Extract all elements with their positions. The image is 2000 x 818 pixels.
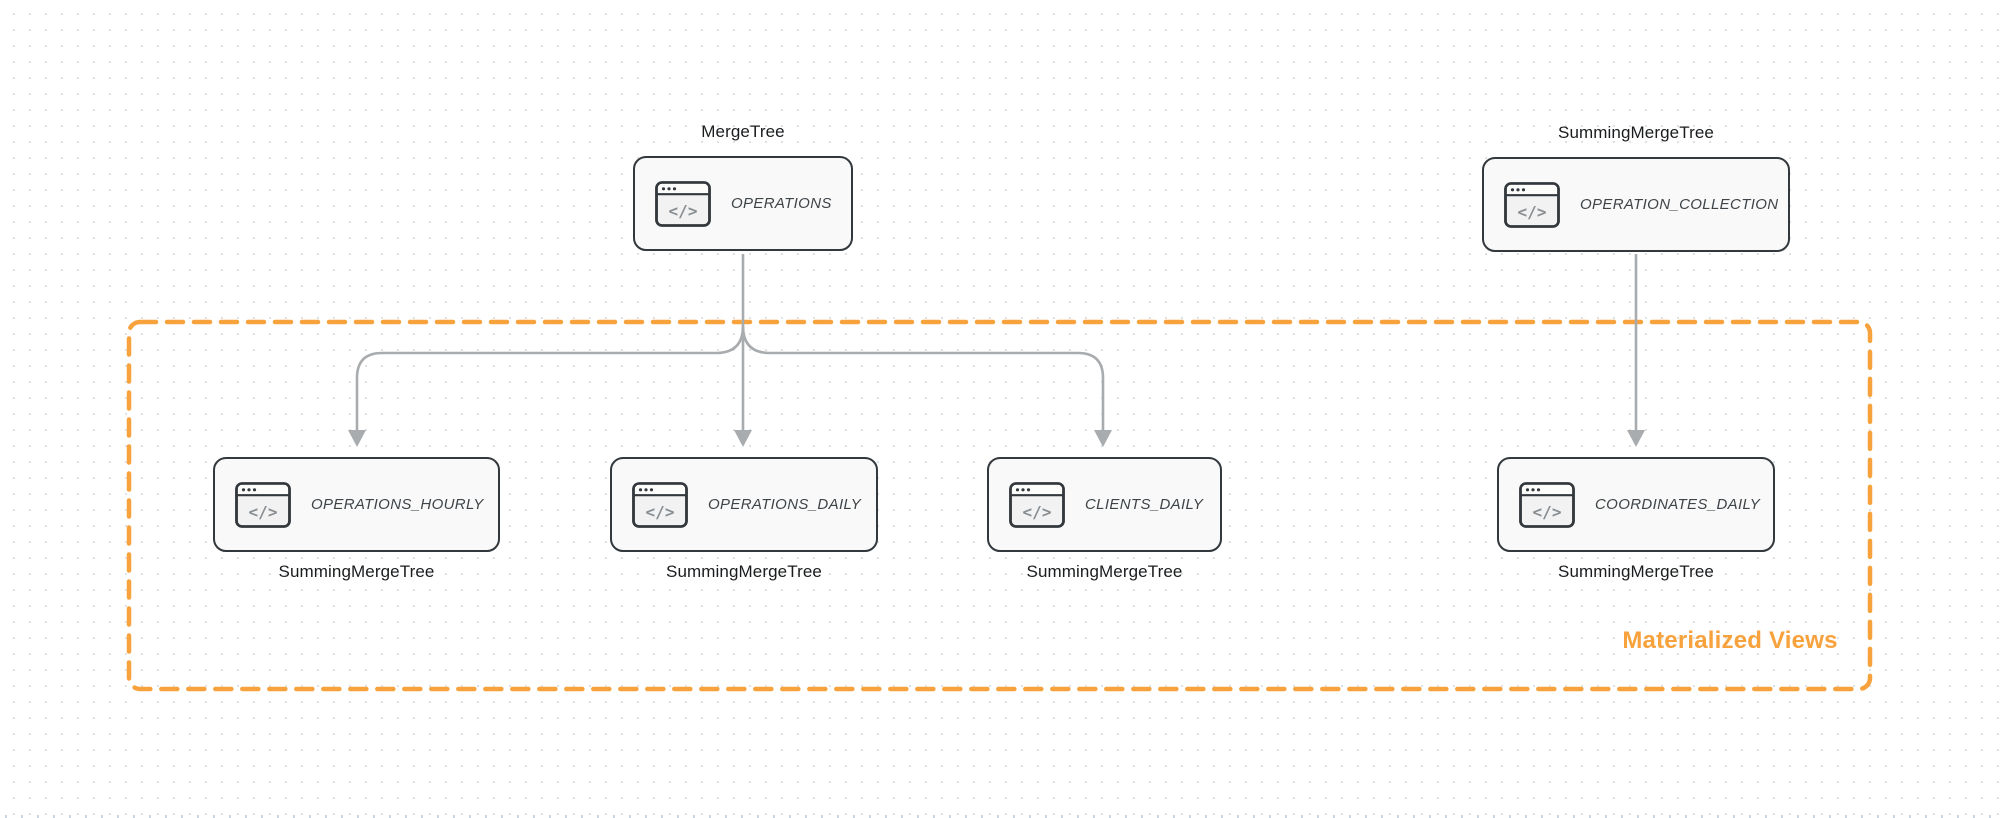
table-name: CLIENTS_DAILY: [1085, 496, 1204, 513]
table-name: COORDINATES_DAILY: [1595, 496, 1761, 513]
materialized-views-group-border[interactable]: [126, 319, 1873, 692]
svg-text:</>: </>: [1518, 202, 1547, 221]
node-operations-hourly[interactable]: </> OPERATIONS_HOURLY: [213, 457, 500, 552]
node-wrap-operation-collection: SummingMergeTree </> OPERATION_COLLECTIO…: [1482, 123, 1790, 252]
code-window-icon: </>: [655, 180, 711, 227]
node-clients-daily[interactable]: </> CLIENTS_DAILY: [987, 457, 1222, 552]
arrowhead-icon: [348, 430, 366, 447]
node-operation-collection[interactable]: </> OPERATION_COLLECTION: [1482, 157, 1790, 252]
svg-text:</>: </>: [1533, 502, 1562, 521]
node-operations[interactable]: </> OPERATIONS: [633, 156, 853, 251]
node-wrap-operations-daily: </> OPERATIONS_DAILY SummingMergeTree: [610, 457, 878, 582]
engine-label: SummingMergeTree: [278, 562, 435, 581]
node-wrap-coordinates-daily: </> COORDINATES_DAILY SummingMergeTree: [1497, 457, 1775, 582]
engine-label: MergeTree: [701, 122, 785, 141]
arrowhead-icon: [1627, 430, 1645, 447]
node-wrap-clients-daily: </> CLIENTS_DAILY SummingMergeTree: [987, 457, 1222, 582]
code-window-icon: </>: [1504, 181, 1560, 228]
code-window-icon: </>: [632, 481, 688, 528]
table-name: OPERATIONS_HOURLY: [311, 496, 484, 513]
materialized-views-label: Materialized Views: [1622, 627, 1838, 654]
code-window-icon: </>: [1009, 481, 1065, 528]
svg-text:</>: </>: [669, 201, 698, 220]
edge-operations-to-clients-daily[interactable]: [741, 325, 1105, 430]
edge-operations-to-operations-hourly[interactable]: [355, 325, 745, 430]
svg-text:</>: </>: [249, 502, 278, 521]
engine-label: SummingMergeTree: [1558, 123, 1714, 142]
code-window-icon: </>: [235, 481, 291, 528]
engine-label: SummingMergeTree: [666, 562, 822, 581]
table-name: OPERATIONS: [731, 195, 832, 212]
grid-edge-ticks: [0, 815, 2000, 818]
svg-text:</>: </>: [1023, 502, 1052, 521]
arrowhead-icon: [1094, 430, 1112, 447]
table-name: OPERATIONS_DAILY: [708, 496, 862, 513]
svg-text:</>: </>: [646, 502, 675, 521]
node-wrap-operations: MergeTree </> OPERATIONS: [633, 122, 853, 251]
code-window-icon: </>: [1519, 481, 1575, 528]
arrowhead-icon: [734, 430, 752, 447]
node-operations-daily[interactable]: </> OPERATIONS_DAILY: [610, 457, 878, 552]
table-name: OPERATION_COLLECTION: [1580, 196, 1779, 213]
engine-label: SummingMergeTree: [1558, 562, 1714, 581]
node-wrap-operations-hourly: </> OPERATIONS_HOURLY SummingMergeTree: [213, 457, 500, 582]
engine-label: SummingMergeTree: [1026, 562, 1183, 581]
node-coordinates-daily[interactable]: </> COORDINATES_DAILY: [1497, 457, 1775, 552]
